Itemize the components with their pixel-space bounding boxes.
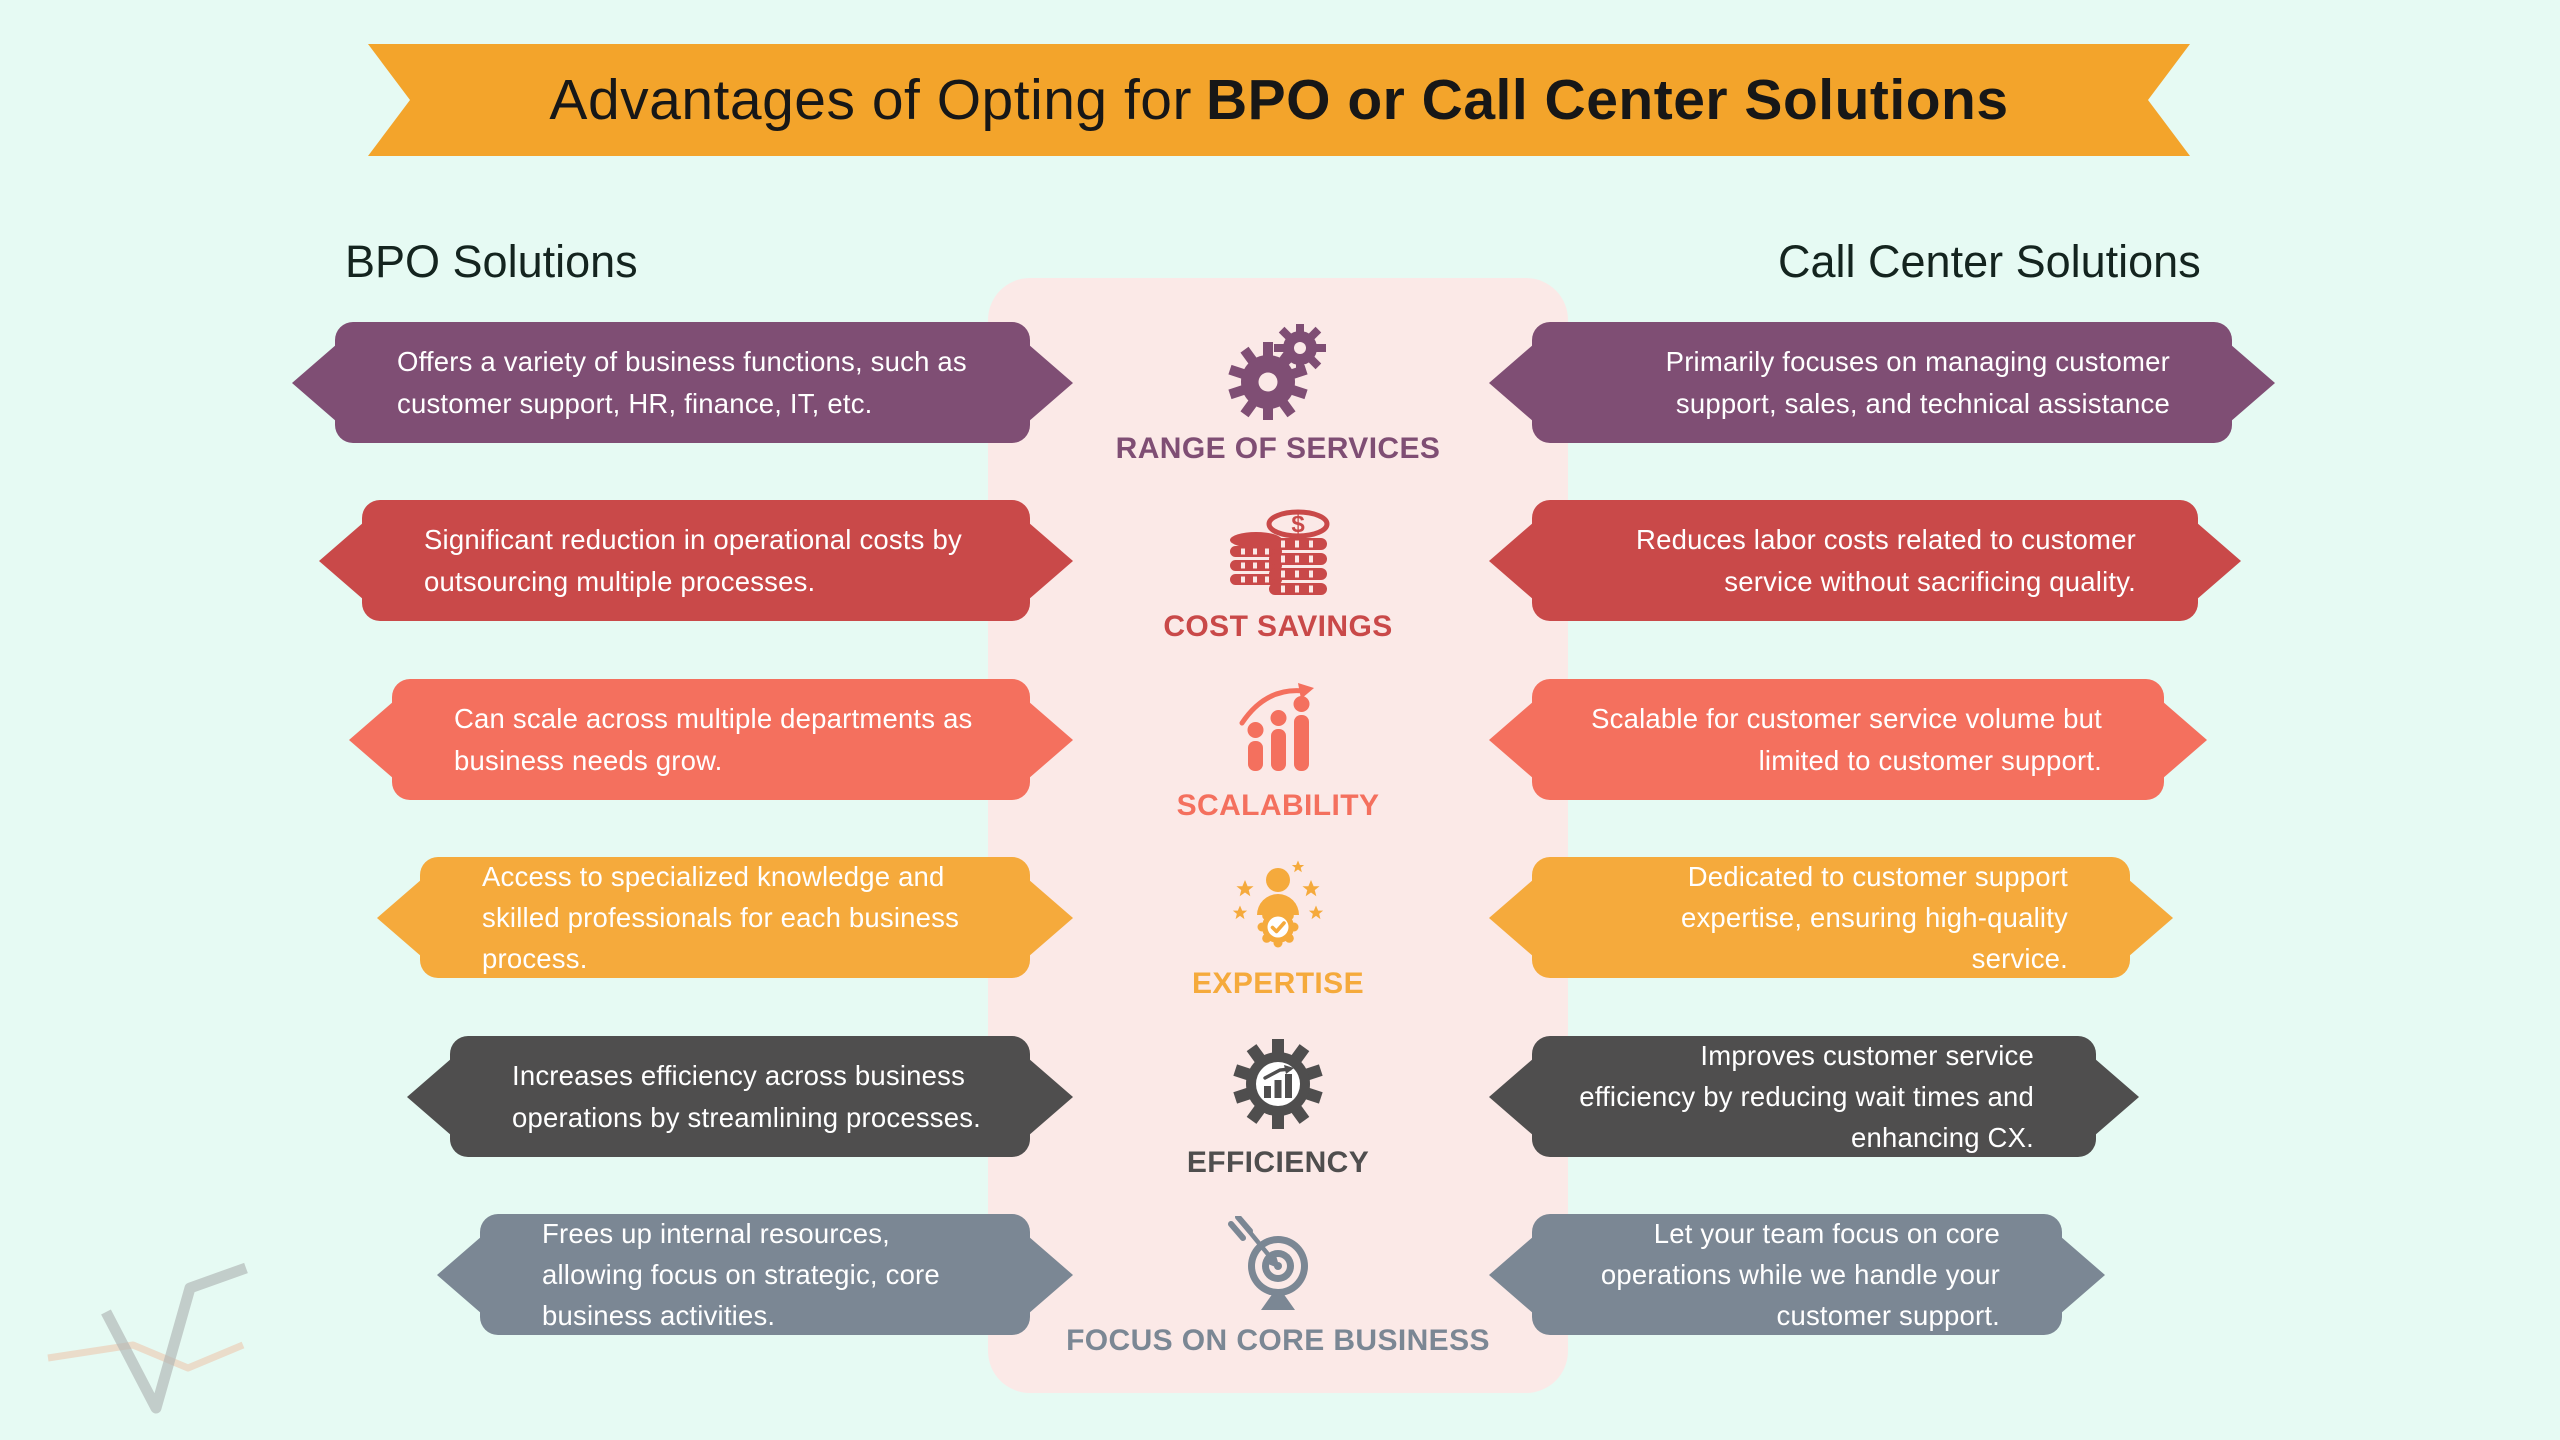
call-center-point-text: Primarily focuses on managing customer s… (1665, 346, 2170, 419)
call-center-point-box: Improves customer service efficiency by … (1532, 1036, 2096, 1157)
category-cost-savings: $ COST SAVINGS (1048, 502, 1508, 644)
category-range-of-services: RANGE OF SERVICES (1048, 324, 1508, 466)
bpo-point-text: Can scale across multiple departments as… (454, 703, 973, 776)
gear-chart-icon (1233, 1039, 1323, 1129)
call-center-point-box: Reduces labor costs related to customer … (1532, 500, 2198, 621)
comparison-row-efficiency: Increases efficiency across business ope… (0, 1036, 2560, 1179)
call-center-point-box: Let your team focus on core operations w… (1532, 1214, 2062, 1335)
bpo-point-box: Frees up internal resources, allowing fo… (480, 1214, 1030, 1335)
bpo-point-text: Access to specialized knowledge and skil… (482, 860, 960, 975)
category-efficiency: EFFICIENCY (1048, 1038, 1508, 1180)
gears-icon (1228, 324, 1326, 420)
call-center-point-text: Improves customer service efficiency by … (1579, 1039, 2034, 1154)
title-banner: Advantages of Opting for BPO or Call Cen… (368, 44, 2190, 156)
expert-badge-icon (1232, 860, 1324, 948)
bpo-point-box: Significant reduction in operational cos… (362, 500, 1030, 621)
center-panel (988, 278, 1568, 1393)
category-label: EFFICIENCY (1186, 1146, 1370, 1179)
bpo-point-text: Offers a variety of business functions, … (397, 346, 967, 419)
bpo-point-box: Access to specialized knowledge and skil… (420, 857, 1030, 978)
call-center-point-text: Let your team focus on core operations w… (1600, 1217, 2000, 1332)
comparison-row-range-of-services: Offers a variety of business functions, … (0, 322, 2560, 465)
call-center-column-heading: Call Center Solutions (1778, 236, 2201, 287)
bpo-point-box: Offers a variety of business functions, … (335, 322, 1030, 443)
bpo-point-box: Can scale across multiple departments as… (392, 679, 1030, 800)
logo-watermark (47, 1262, 248, 1414)
category-label: EXPERTISE (1192, 967, 1364, 1000)
page-title-normal: Advantages of Opting for (549, 68, 1192, 132)
bpo-point-text: Frees up internal resources, allowing fo… (542, 1217, 940, 1332)
category-focus-on-core-business: FOCUS ON CORE BUSINESS (1048, 1216, 1508, 1358)
bpo-point-text: Increases efficiency across business ope… (512, 1060, 982, 1133)
page-title-bold: BPO or Call Center Solutions (1205, 68, 2009, 132)
category-scalability: SCALABILITY (1048, 681, 1508, 823)
comparison-row-scalability: Can scale across multiple departments as… (0, 679, 2560, 822)
comparison-row-focus-on-core-business: Frees up internal resources, allowing fo… (0, 1214, 2560, 1357)
comparison-row-cost-savings: Significant reduction in operational cos… (0, 500, 2560, 643)
call-center-point-text: Dedicated to customer support expertise,… (1680, 860, 2068, 975)
category-label: SCALABILITY (1176, 789, 1380, 822)
svg-text:$: $ (1291, 511, 1305, 538)
growth-chart-icon (1239, 683, 1314, 771)
category-expertise: EXPERTISE (1048, 859, 1508, 1001)
comparison-row-expertise: Access to specialized knowledge and skil… (0, 857, 2560, 1000)
category-label: FOCUS ON CORE BUSINESS (1066, 1324, 1490, 1357)
call-center-point-text: Reduces labor costs related to customer … (1636, 524, 2136, 597)
category-label: RANGE OF SERVICES (1115, 432, 1441, 465)
call-center-point-text: Scalable for customer service volume but… (1591, 703, 2102, 776)
target-arrow-icon (1228, 1216, 1308, 1310)
call-center-point-box: Scalable for customer service volume but… (1532, 679, 2164, 800)
coins-icon: $ (1230, 509, 1330, 595)
bpo-point-text: Significant reduction in operational cos… (424, 524, 962, 597)
bpo-point-box: Increases efficiency across business ope… (450, 1036, 1030, 1157)
call-center-point-box: Dedicated to customer support expertise,… (1532, 857, 2130, 978)
bpo-column-heading: BPO Solutions (345, 236, 638, 287)
category-label: COST SAVINGS (1163, 610, 1393, 643)
call-center-point-box: Primarily focuses on managing customer s… (1532, 322, 2232, 443)
